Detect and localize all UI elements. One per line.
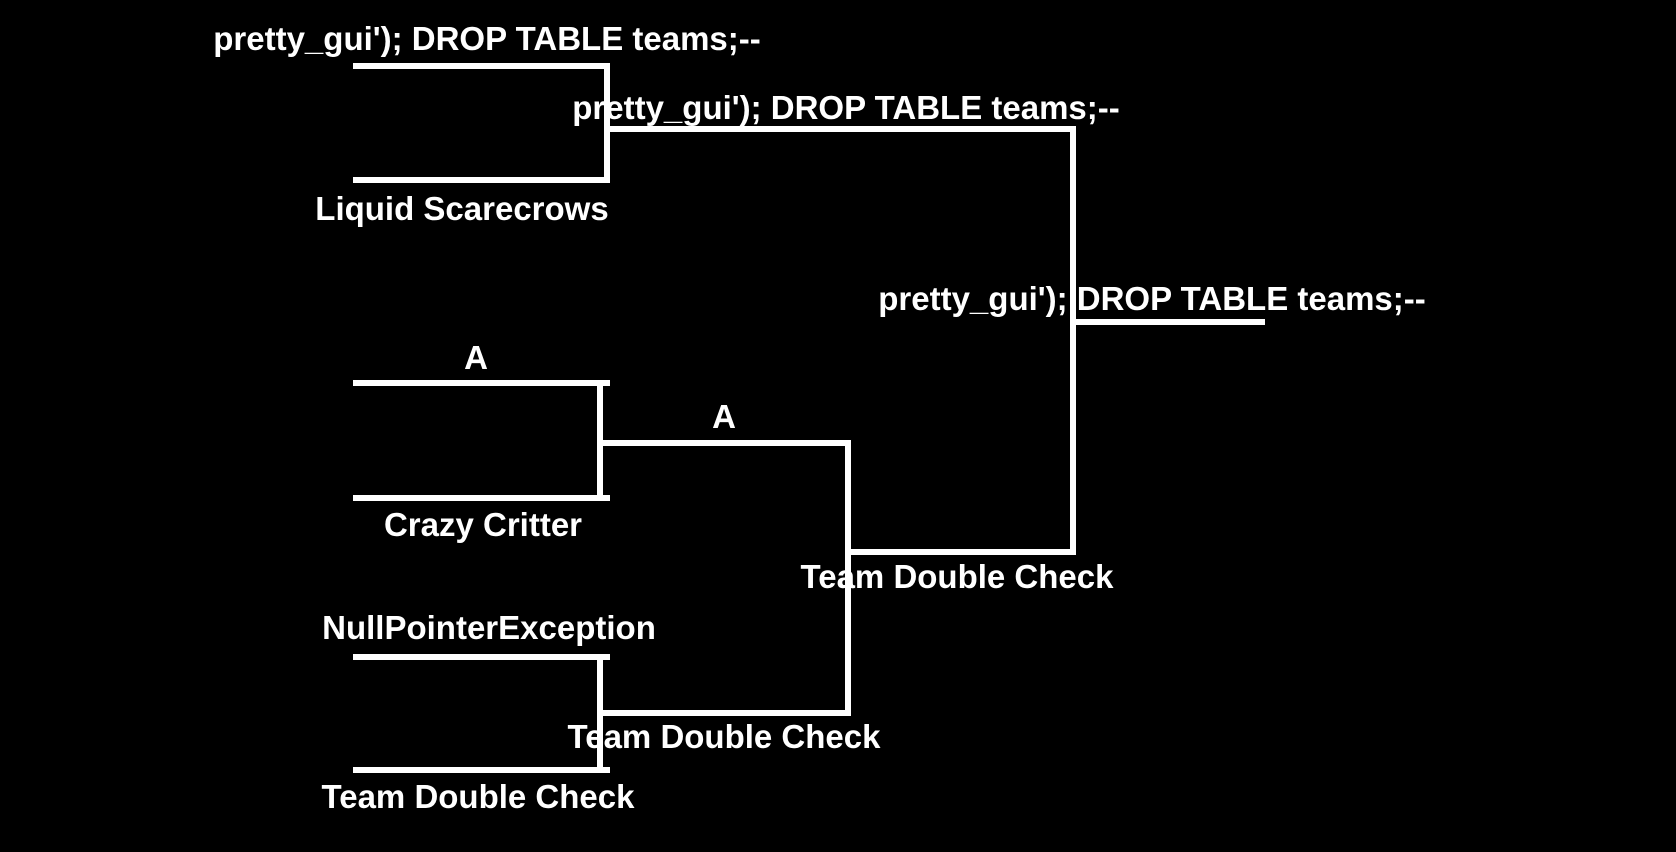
team-label-match2-bottom: Crazy Critter <box>383 506 583 543</box>
champion-line <box>1070 319 1265 325</box>
round2-connector <box>845 440 851 716</box>
match1-top-line <box>353 63 610 69</box>
team-label-round2-bottom: Team Double Check <box>567 718 881 755</box>
team-label-match2-top: A <box>464 339 488 376</box>
team-label-match1-top: pretty_gui'); DROP TABLE teams;-- <box>213 20 761 57</box>
team-label-round2-top: A <box>712 398 736 435</box>
team-label-match3-top: NullPointerException <box>322 609 656 646</box>
match1-winner-line <box>604 126 1076 132</box>
match2-top-line <box>353 380 610 386</box>
team-label-champion: pretty_gui'); DROP TABLE teams;-- <box>878 280 1426 317</box>
final-connector <box>1070 126 1076 555</box>
match2-bottom-line <box>353 495 610 501</box>
team-label-match1-bottom: Liquid Scarecrows <box>315 190 609 227</box>
match1-bottom-line <box>353 177 610 183</box>
match2-winner-line <box>597 440 851 446</box>
round2-winner-line <box>845 549 1076 555</box>
match3-bottom-line <box>353 767 610 773</box>
team-label-final-bottom: Team Double Check <box>800 558 1114 595</box>
team-label-final-top: pretty_gui'); DROP TABLE teams;-- <box>572 89 1120 126</box>
team-label-match3-bottom: Team Double Check <box>321 778 635 815</box>
match3-top-line <box>353 654 610 660</box>
match3-winner-line <box>597 710 851 716</box>
match1-connector <box>604 63 610 183</box>
